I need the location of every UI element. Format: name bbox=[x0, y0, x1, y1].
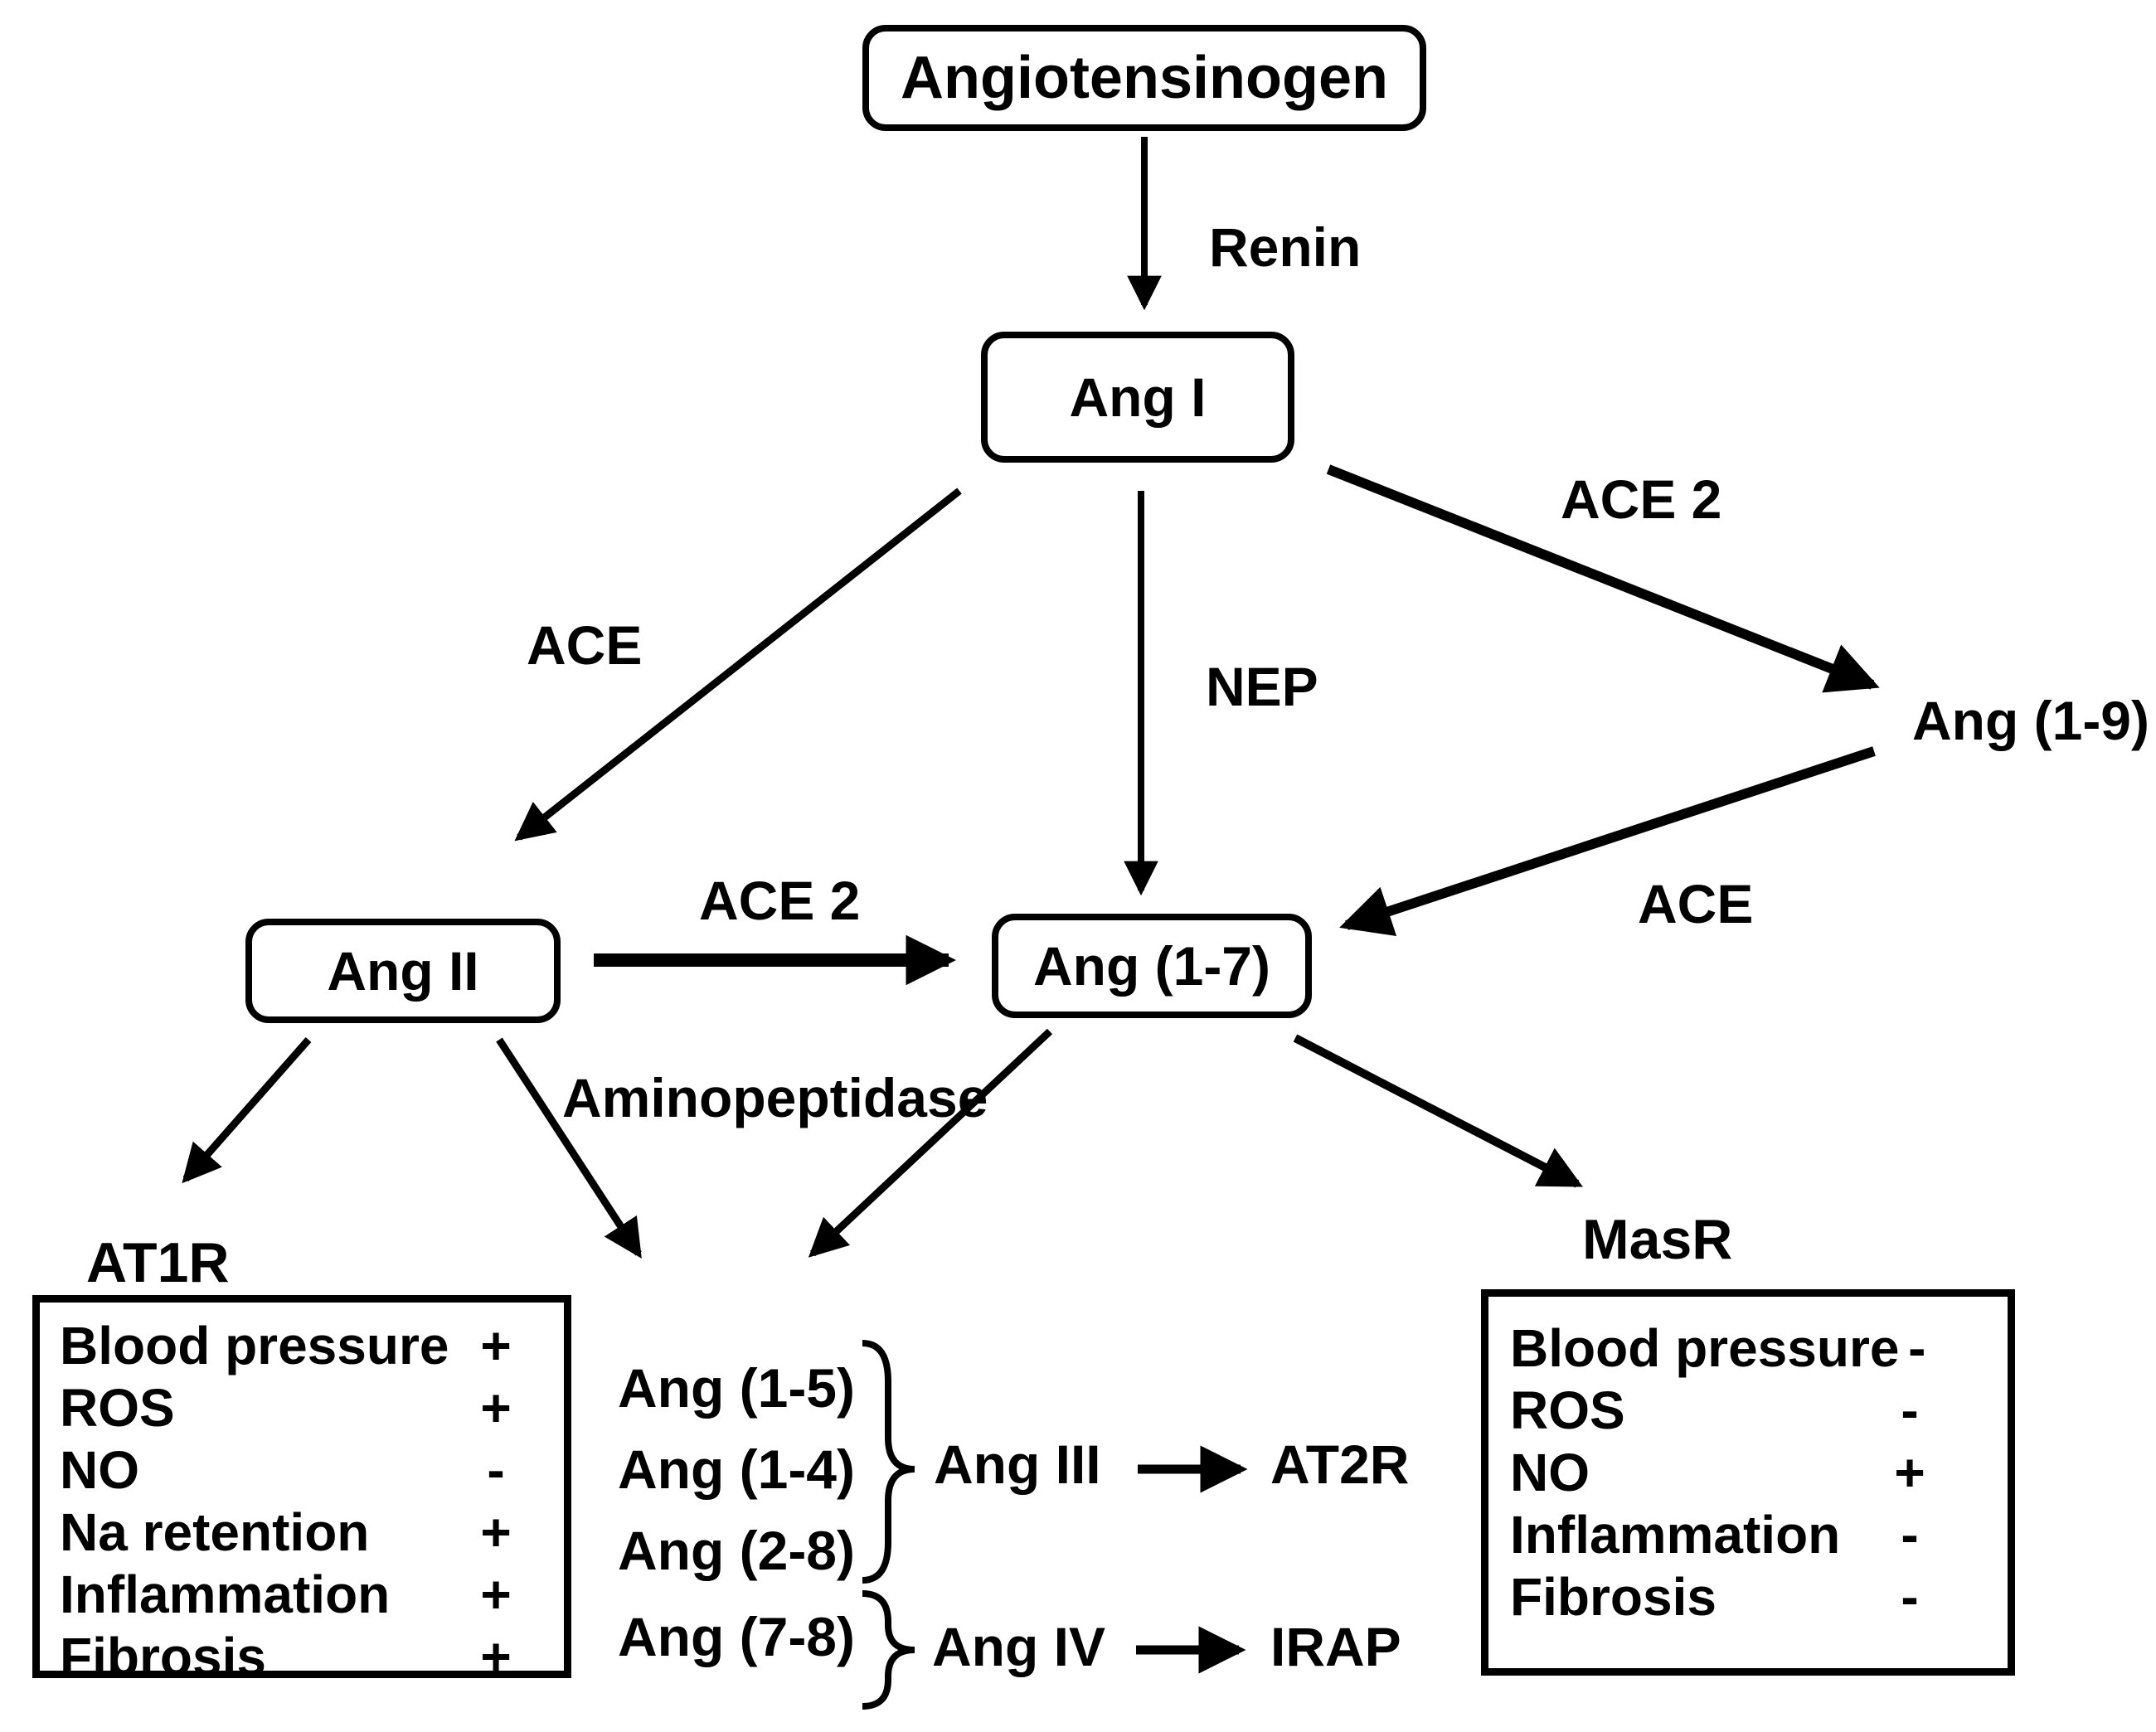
peptide-ang-2-8: Ang (2-8) bbox=[618, 1520, 855, 1581]
effect-sign: + bbox=[480, 1377, 512, 1438]
label-at2r: AT2R bbox=[1270, 1434, 1410, 1495]
effect-sign: - bbox=[1901, 1380, 1919, 1440]
peptide-ang-1-5: Ang (1-5) bbox=[618, 1357, 855, 1419]
table-row: Inflammation - bbox=[1510, 1503, 1935, 1565]
effect-label: ROS bbox=[60, 1377, 175, 1438]
brace-ang-iv-group bbox=[862, 1590, 915, 1710]
effect-label: Blood pressure bbox=[1510, 1317, 1900, 1378]
node-ang-ii: Ang II bbox=[245, 919, 561, 1023]
peptide-ang-7-8: Ang (7-8) bbox=[618, 1606, 855, 1667]
effect-label: NO bbox=[60, 1439, 139, 1500]
label-renin: Renin bbox=[1209, 216, 1362, 278]
effect-label: Inflammation bbox=[60, 1564, 391, 1624]
table-row: Blood pressure + bbox=[60, 1314, 521, 1376]
table-row: ROS - bbox=[1510, 1379, 1935, 1441]
node-angiotensinogen-label: Angiotensinogen bbox=[901, 45, 1388, 111]
effect-sign: + bbox=[480, 1564, 512, 1624]
effect-sign: + bbox=[480, 1502, 512, 1562]
table-row: NO + bbox=[1510, 1441, 1935, 1503]
effect-label: Fibrosis bbox=[1510, 1566, 1717, 1627]
label-ace-right: ACE bbox=[1638, 873, 1754, 934]
node-ang-i-label: Ang I bbox=[1069, 366, 1207, 428]
label-irap: IRAP bbox=[1270, 1616, 1401, 1677]
effect-sign: - bbox=[487, 1439, 505, 1500]
node-ang-1-9: Ang (1-9) bbox=[1912, 690, 2149, 751]
masr-effects-table: Blood pressure - ROS - NO + Inflammation… bbox=[1481, 1289, 2015, 1676]
effect-sign: + bbox=[480, 1626, 512, 1686]
effect-label: Fibrosis bbox=[60, 1626, 266, 1686]
label-ace2-mid: ACE 2 bbox=[699, 870, 861, 931]
table-row: ROS + bbox=[60, 1376, 521, 1438]
arrow-ace-to-angii bbox=[514, 488, 962, 842]
arrow-angii-to-peptides bbox=[496, 1037, 642, 1259]
brace-ang-iii-group bbox=[862, 1340, 915, 1584]
label-at1r: AT1R bbox=[86, 1231, 230, 1294]
table-row: NO - bbox=[60, 1438, 521, 1501]
effect-sign: + bbox=[1894, 1442, 1925, 1502]
arrow-ace2-to-ang19 bbox=[1326, 464, 1880, 693]
node-ang-1-7-label: Ang (1-7) bbox=[1033, 935, 1270, 997]
arrow-ang17-to-peptides bbox=[808, 1028, 1053, 1258]
peptide-ang-1-4: Ang (1-4) bbox=[618, 1438, 855, 1500]
arrow-ace-ang19-to-ang17 bbox=[1339, 746, 1876, 936]
effect-label: ROS bbox=[1510, 1380, 1625, 1440]
node-ang-ii-label: Ang II bbox=[327, 940, 479, 1002]
table-row: Inflammation + bbox=[60, 1563, 521, 1625]
node-ang-i: Ang I bbox=[981, 332, 1294, 463]
node-ang-1-7: Ang (1-7) bbox=[992, 914, 1312, 1018]
table-row: Blood pressure - bbox=[1510, 1317, 1935, 1379]
node-angiotensinogen: Angiotensinogen bbox=[862, 25, 1426, 131]
label-ace-left: ACE bbox=[527, 614, 643, 676]
label-masr: MasR bbox=[1582, 1208, 1733, 1271]
table-row: Fibrosis - bbox=[1510, 1565, 1935, 1628]
table-row: Na retention + bbox=[60, 1501, 521, 1563]
effect-sign: - bbox=[1908, 1317, 1926, 1378]
label-ang-iv: Ang IV bbox=[932, 1616, 1105, 1677]
effect-sign: - bbox=[1901, 1566, 1919, 1627]
arrow-ang17-to-masr bbox=[1293, 1034, 1583, 1188]
effect-sign: - bbox=[1901, 1504, 1919, 1565]
label-nep: NEP bbox=[1206, 656, 1318, 717]
at1r-effects-table: Blood pressure + ROS + NO - Na retention… bbox=[32, 1295, 571, 1686]
arrow-angii-to-at1r bbox=[182, 1037, 312, 1184]
table-row: Fibrosis + bbox=[60, 1625, 521, 1687]
label-aminopeptidase: Aminopeptidase bbox=[562, 1067, 988, 1128]
effect-label: Blood pressure bbox=[60, 1315, 449, 1375]
label-ace2-top: ACE 2 bbox=[1561, 468, 1722, 530]
effect-label: Na retention bbox=[60, 1502, 370, 1562]
effect-label: Inflammation bbox=[1510, 1504, 1841, 1565]
effect-sign: + bbox=[480, 1315, 512, 1375]
label-ang-iii: Ang III bbox=[934, 1434, 1101, 1495]
effect-label: NO bbox=[1510, 1442, 1590, 1502]
